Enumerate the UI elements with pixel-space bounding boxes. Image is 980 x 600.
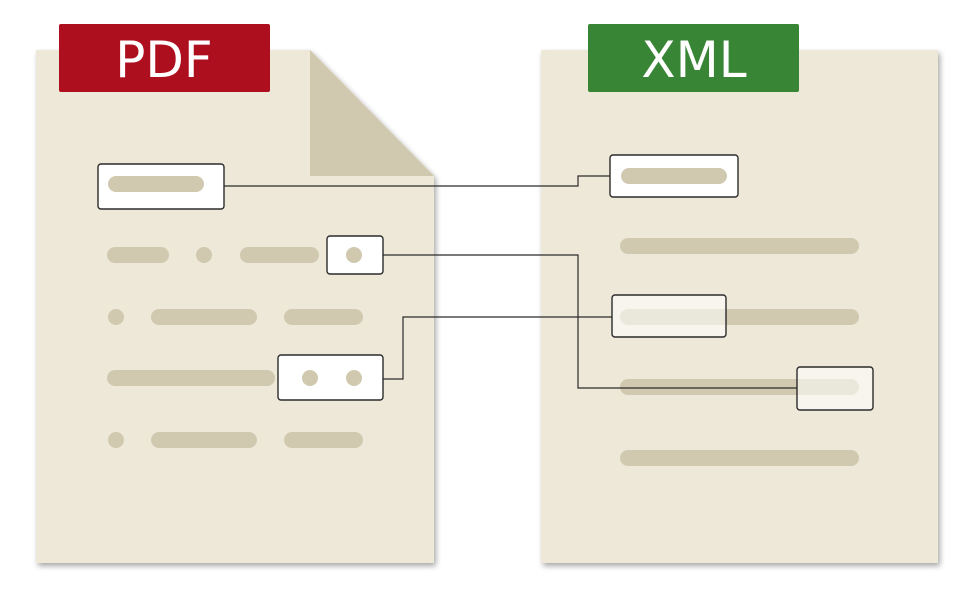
pdf-badge: PDF [59, 24, 270, 92]
pdf-badge-background [59, 24, 270, 92]
pdf-placeholder-content [107, 176, 363, 448]
pdf-page-fold-icon [310, 50, 434, 176]
pdf-highlight-boxes [97, 163, 384, 401]
xml-highlight-box-2 [611, 294, 727, 338]
placeholder-dot [302, 370, 318, 386]
placeholder-dot [346, 370, 362, 386]
placeholder-bar [621, 168, 727, 184]
mapping-connectors [224, 175, 797, 389]
placeholder-dot [108, 309, 124, 325]
placeholder-bar [620, 238, 859, 254]
connector-3 [383, 316, 612, 380]
xml-highlight-box-3 [796, 366, 874, 411]
xml-highlight-boxes [609, 154, 874, 411]
placeholder-bar [620, 450, 859, 466]
pdf-highlight-box-3 [277, 354, 384, 401]
xml-badge-background [588, 24, 799, 92]
placeholder-bar [107, 247, 169, 263]
xml-page [541, 50, 938, 563]
connector-1 [224, 175, 610, 187]
placeholder-dot [196, 247, 212, 263]
placeholder-bar [284, 309, 363, 325]
xml-document: XML [541, 24, 938, 563]
xml-badge-label: XML [641, 31, 746, 89]
pdf-document: PDF [36, 24, 434, 563]
placeholder-dot [108, 432, 124, 448]
connector-2 [383, 254, 797, 389]
placeholder-bar [108, 176, 204, 192]
placeholder-bar [107, 370, 275, 386]
placeholder-bar [151, 432, 257, 448]
placeholder-bar [151, 309, 257, 325]
placeholder-dot [346, 247, 362, 263]
placeholder-bar [284, 432, 363, 448]
xml-badge: XML [588, 24, 799, 92]
pdf-badge-label: PDF [115, 31, 212, 89]
placeholder-bar [240, 247, 319, 263]
